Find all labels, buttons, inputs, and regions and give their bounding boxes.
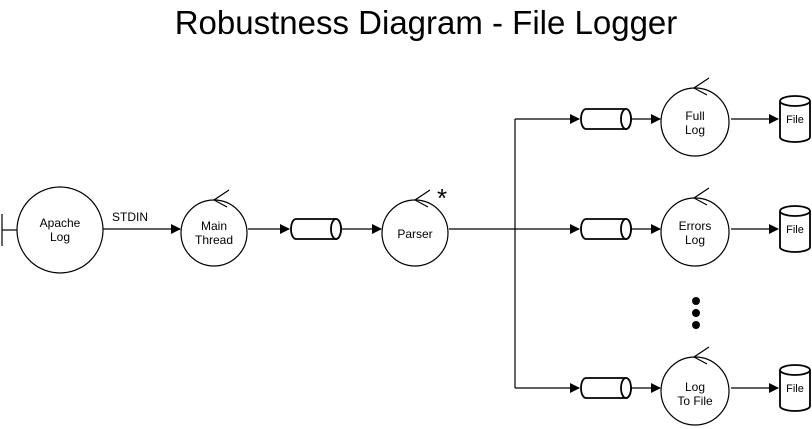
pipe-queue-icon [580, 377, 632, 399]
errors-log-label-line1: Errors [679, 219, 712, 233]
parser-fanout-edges [449, 114, 580, 393]
full-log-label-line1: Full [685, 109, 704, 123]
diagram-title: Robustness Diagram - File Logger [174, 4, 678, 41]
full-log-file-label: File [786, 114, 804, 126]
pipe-queue-icon [580, 108, 632, 130]
full-log-label-line2: Log [685, 123, 705, 137]
edge-apache-to-main: STDIN [103, 210, 181, 234]
parser-multiplicity-marker: * [437, 183, 447, 213]
apache-log-label-line1: Apache [40, 216, 81, 230]
log-to-file-control: Log To File [660, 346, 730, 426]
apache-log-label-line2: Log [50, 230, 70, 244]
pipe-queue-icon [580, 218, 632, 240]
parser-control: Parser * [381, 183, 449, 267]
main-thread-label-line1: Main [201, 219, 227, 233]
main-thread-control: Main Thread [180, 189, 248, 267]
vertical-ellipsis-icon [692, 297, 700, 329]
main-thread-label-line2: Thread [195, 233, 233, 247]
pipe-queue-icon [290, 218, 342, 240]
database-icon: File [779, 95, 811, 143]
parser-label: Parser [397, 227, 432, 241]
log-to-file-label-line2: To File [677, 394, 713, 408]
full-log-control: Full Log [660, 77, 730, 157]
apache-log-boundary: Apache Log [1, 186, 104, 274]
log-to-file-file-label: File [786, 383, 804, 395]
stdin-label: STDIN [112, 210, 148, 224]
database-icon: File [779, 364, 811, 412]
errors-log-control: Errors Log [660, 187, 730, 267]
errors-log-label-line2: Log [685, 233, 705, 247]
log-to-file-label-line1: Log [685, 380, 705, 394]
errors-log-file-label: File [786, 224, 804, 236]
database-icon: File [779, 205, 811, 253]
